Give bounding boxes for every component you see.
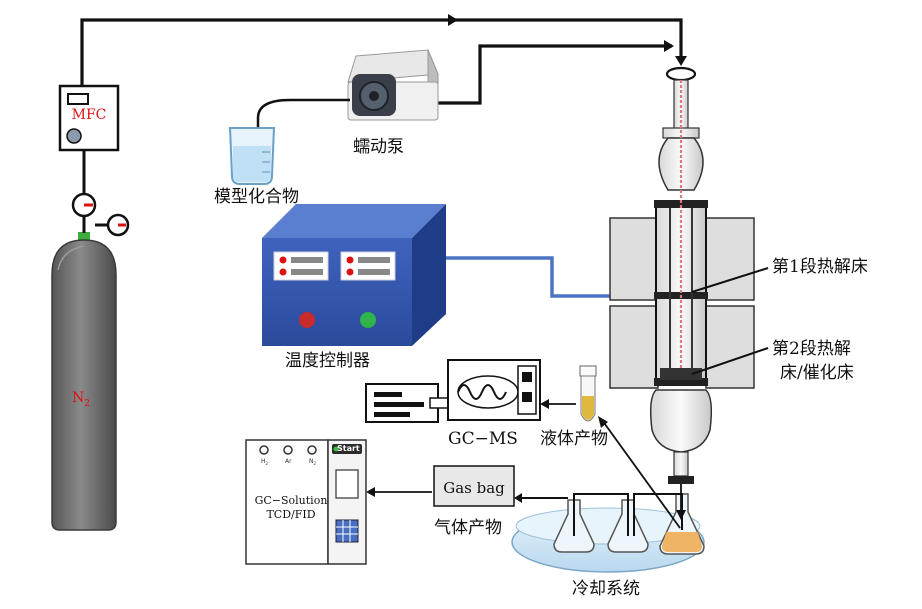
bed2-label-line1: 第2段热解 [772,339,851,359]
liquid-product-label: 液体产物 [540,429,608,449]
furnace-blocks [609,217,755,389]
reactor-tube [649,66,713,484]
gas-ar-label: Ar [285,458,292,465]
gas-to-bag-arrow [514,493,568,503]
gas-n2-symbol: N [309,458,314,465]
model-compound-label: 模型化合物 [214,187,299,207]
temp-controller-label: 温度控制器 [285,351,370,371]
bag-to-gc-arrow [366,487,432,497]
cooling-system-label: 冷却系统 [572,579,640,599]
beaker [228,127,276,185]
gc-solution-label: GC−Solution TCD/FID [254,494,328,521]
gc-solution-instrument [245,439,367,565]
gc-ms-instrument [365,359,541,423]
gcms-label: GC−MS [448,429,518,449]
bed2-label-line2: 床/催化床 [780,363,854,383]
n2-subscript: 2 [84,398,90,409]
n2-label: N2 [72,390,90,409]
start-button-label: Start [337,444,360,453]
bed1-label: 第1段热解床 [772,257,868,277]
mfc-unit [58,84,120,152]
pump-feed-line [414,40,674,105]
gas-h2-subscript: 2 [265,461,269,467]
pump-inlet-tube [256,98,350,150]
thermocouple-wire [446,256,656,298]
gas-n2-subscript: 2 [313,461,317,467]
n2-feed-line [80,14,687,88]
peristaltic-pump [347,49,439,121]
liquid-sample-vial [579,365,597,422]
n2-symbol: N [72,390,85,406]
n2-cylinder [51,232,117,531]
gas-product-label: 气体产物 [434,518,502,538]
gas-bag-label: Gas bag [443,479,505,497]
pump-label: 蠕动泵 [353,137,404,157]
mfc-label: MFC [71,107,107,123]
reactor-to-flask-arrow [676,484,686,520]
bed1-callout [691,267,769,293]
temperature-controller [262,204,446,346]
gas-h2-symbol: H [261,458,266,465]
flask-to-vial-arrow [598,416,681,529]
bed2-callout [691,347,769,375]
power-knob-red-icon [299,312,315,328]
power-knob-green-icon [360,312,376,328]
gas-n2-label: N2 [309,458,316,466]
pressure-regulator [71,150,130,237]
gas-bag-box [433,465,515,507]
gas-h2-label: H2 [261,458,268,466]
liquid-to-gcms-arrow [540,399,576,409]
